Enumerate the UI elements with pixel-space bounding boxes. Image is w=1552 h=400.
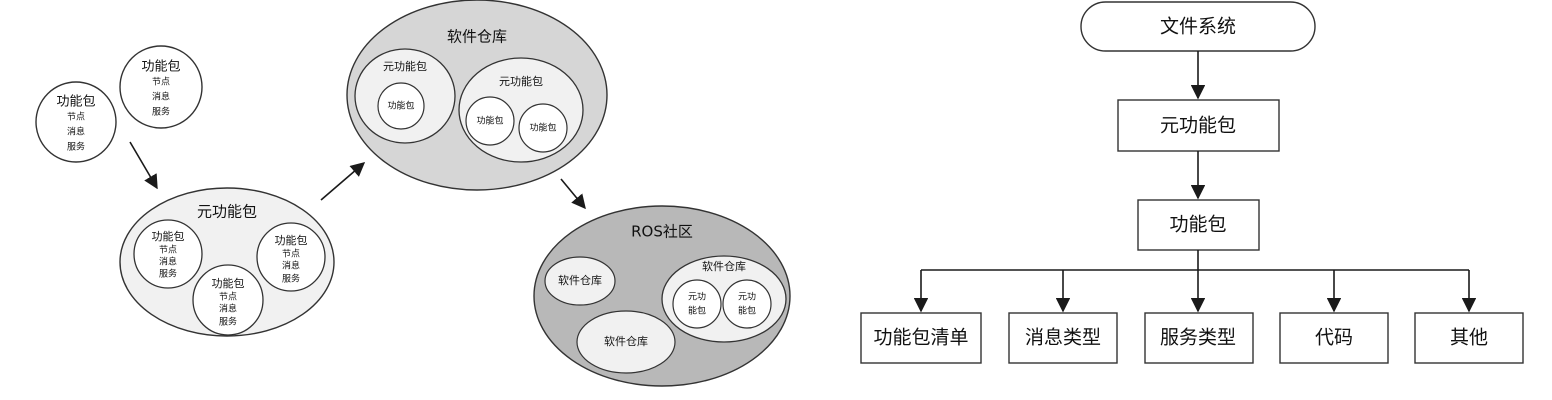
repository-right-package-1: 功能包: [476, 115, 503, 127]
fs-metapackage-label: 元功能包: [1160, 115, 1236, 137]
package-a-item: 消息: [67, 126, 85, 138]
community-metapackage-1-label: 能包: [688, 305, 706, 317]
package-circle-a: 功能包 节点 消息 服务: [35, 81, 117, 163]
metapackage-package-2: 功能包 节点 消息 服务: [256, 222, 326, 292]
repository-title: 软件仓库: [447, 28, 507, 46]
package-b-item: 服务: [152, 106, 170, 118]
metapackage-package-1: 功能包 节点 消息 服务: [133, 219, 203, 289]
arrow-to-metapackage: [129, 141, 158, 190]
repository-right-package-2: 功能包: [529, 122, 556, 134]
fs-leaf-label: 功能包清单: [873, 327, 968, 349]
metapackage-ellipse: 元功能包 功能包 节点 消息 服务 功能包 节点 消息 服务 功能包 节点 消息…: [119, 187, 335, 337]
metapackage-package-3: 功能包 节点 消息 服务: [192, 264, 264, 336]
repository-left-package: 功能包: [387, 100, 414, 112]
metapackage-title: 元功能包: [197, 203, 257, 221]
metapackage-package-item: 消息: [282, 260, 300, 272]
package-a-item: 服务: [67, 141, 85, 153]
fs-leaf-service-types: 服务类型: [1144, 312, 1254, 364]
community-repository-3-title: 软件仓库: [702, 259, 746, 273]
fs-root-label: 文件系统: [1160, 16, 1236, 38]
community-repository-2-label: 软件仓库: [604, 334, 648, 348]
community-ellipse: ROS社区 软件仓库 软件仓库 软件仓库 元功 能包 元功 能包: [533, 205, 791, 387]
repository-metapackage-left: 元功能包 功能包: [354, 48, 456, 144]
community-metapackage-2-label: 元功: [738, 292, 756, 303]
fs-metapackage-node: 元功能包: [1117, 99, 1280, 152]
repository-metapackage-right-title: 元功能包: [499, 74, 543, 88]
fs-leaf-message-types: 消息类型: [1008, 312, 1118, 364]
metapackage-package-item: 服务: [159, 268, 177, 280]
metapackage-package-item: 消息: [219, 303, 237, 315]
package-b-item: 节点: [152, 77, 170, 88]
community-repository-2: 软件仓库: [576, 310, 676, 374]
metapackage-package-item: 节点: [282, 249, 300, 260]
community-metapackage-1-label: 元功: [688, 292, 706, 303]
metapackage-package-item: 服务: [282, 273, 300, 285]
metapackage-package-2-title: 功能包: [275, 233, 308, 247]
fs-package-label: 功能包: [1169, 214, 1226, 236]
metapackage-package-3-title: 功能包: [212, 276, 245, 290]
community-repository-3: 软件仓库 元功 能包 元功 能包: [661, 255, 787, 343]
fs-leaf-other: 其他: [1414, 312, 1524, 364]
community-repository-1-label: 软件仓库: [558, 273, 602, 287]
package-a-item: 节点: [67, 112, 85, 123]
package-a-title: 功能包: [56, 95, 95, 110]
community-title: ROS社区: [631, 223, 693, 241]
repository-metapackage-left-title: 元功能包: [383, 59, 427, 73]
package-b-title: 功能包: [141, 60, 180, 75]
arrow-to-community: [560, 178, 586, 210]
package-circle-b: 功能包 节点 消息 服务: [119, 45, 203, 129]
community-repository-1: 软件仓库: [544, 256, 616, 306]
fs-leaf-label: 消息类型: [1025, 327, 1101, 349]
fs-leaf-label: 其他: [1450, 327, 1488, 349]
metapackage-package-item: 消息: [159, 256, 177, 268]
metapackage-package-item: 节点: [159, 245, 177, 256]
repository-ellipse: 软件仓库 元功能包 功能包 元功能包 功能包 功能包: [346, 0, 608, 191]
package-b-item: 消息: [152, 91, 170, 103]
fs-leaf-label: 服务类型: [1160, 327, 1236, 349]
repository-metapackage-right: 元功能包 功能包 功能包: [458, 57, 584, 163]
metapackage-package-item: 节点: [219, 292, 237, 303]
arrow-to-repository: [320, 162, 366, 201]
community-metapackage-2-label: 能包: [738, 305, 756, 317]
fs-root-node: 文件系统: [1080, 1, 1316, 52]
fs-branch-lines: [913, 250, 1477, 313]
fs-package-node: 功能包: [1137, 199, 1260, 251]
fs-leaf-label: 代码: [1315, 327, 1353, 349]
metapackage-package-1-title: 功能包: [152, 229, 185, 243]
metapackage-package-item: 服务: [219, 316, 237, 328]
fs-leaf-code: 代码: [1279, 312, 1389, 364]
fs-leaf-manifest: 功能包清单: [860, 312, 982, 364]
